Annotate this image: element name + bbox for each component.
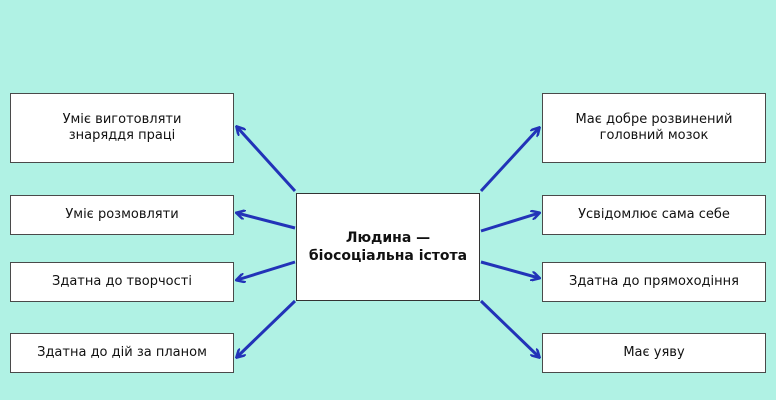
arrow-to-right-3 [480,260,539,278]
arrow-to-left-1 [237,127,297,193]
left-node-3-label: Здатна до творчості [52,274,192,289]
right-node-3: Здатна до прямоходіння [542,262,766,302]
center-node-label: Людина — біосоціальна істота [308,230,468,264]
right-node-2: Усвідомлює сама себе [542,195,766,235]
arrow-to-right-1 [479,128,539,193]
right-node-4-label: Має уяву [623,345,685,360]
right-node-2-label: Усвідомлює сама себе [578,207,730,222]
right-node-4: Має уяву [542,333,766,373]
arrow-to-right-2 [480,213,539,233]
right-node-1: Має добре розвинений головний мозок [542,93,766,163]
right-node-3-label: Здатна до прямоходіння [569,274,739,289]
right-node-1-label: Має добре розвинений головний мозок [575,112,733,143]
left-node-2: Уміє розмовляти [10,195,234,235]
left-node-3: Здатна до творчості [10,262,234,302]
arrow-to-left-4 [237,299,297,357]
arrow-to-left-3 [237,260,296,280]
left-node-4: Здатна до дій за планом [10,333,234,373]
left-node-1-label: Уміє виготовляти знаряддя праці [62,112,182,143]
left-node-1: Уміє виготовляти знаряддя праці [10,93,234,163]
left-node-2-label: Уміє розмовляти [65,207,179,222]
center-node: Людина — біосоціальна істота [296,193,480,301]
arrow-to-left-2 [237,213,296,230]
left-node-4-label: Здатна до дій за планом [37,345,207,360]
arrow-to-right-4 [479,299,539,357]
